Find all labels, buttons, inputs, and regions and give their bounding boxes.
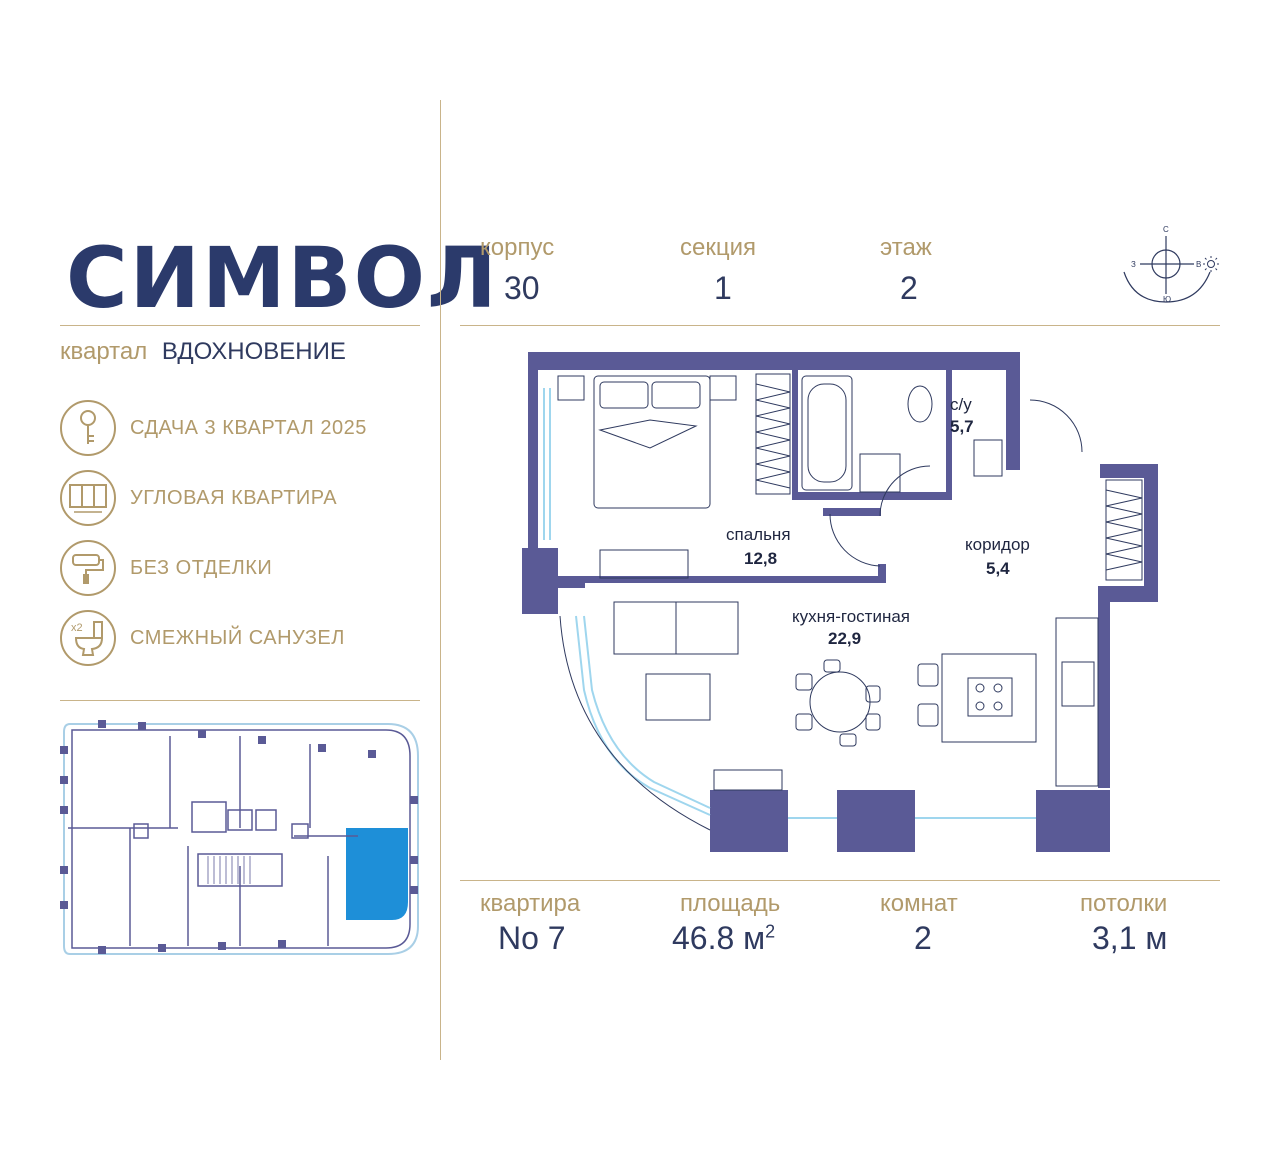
stat-label-apartment: квартира <box>480 890 581 917</box>
brand-logo: СИМВОЛ <box>66 229 499 327</box>
highlighted-apartment <box>346 828 408 920</box>
room-area-kitchen-living: 22,9 <box>828 629 861 648</box>
room-area-bedroom: 12,8 <box>744 549 777 568</box>
divider <box>460 325 1220 326</box>
feature-label: СМЕЖНЫЙ САНУЗЕЛ <box>130 626 345 649</box>
glazing <box>543 388 1036 819</box>
area-unit-exponent: 2 <box>765 921 776 942</box>
room-label-kitchen-living: кухня-гостиная <box>792 607 910 626</box>
column-divider <box>440 100 441 1060</box>
room-label-bedroom: спальня <box>726 525 791 544</box>
stat-value-area: 46.8 м2 <box>672 920 775 957</box>
room-label-corridor: коридор <box>965 535 1030 554</box>
room-area-corridor: 5,4 <box>986 559 1010 578</box>
compass-north: С <box>1163 225 1169 234</box>
feature-completion: СДАЧА 3 КВАРТАЛ 2025 <box>60 398 367 458</box>
sun-icon <box>1203 256 1219 272</box>
feature-bathroom: x2 СМЕЖНЫЙ САНУЗЕЛ <box>60 608 345 668</box>
corner-window-icon <box>60 470 116 526</box>
room-label-bathroom: с/у <box>950 395 972 414</box>
furniture <box>557 375 1099 791</box>
divider <box>460 880 1220 881</box>
quarter-name: ВДОХНОВЕНИЕ <box>161 338 346 365</box>
stat-value-floor: 2 <box>900 270 918 306</box>
wardrobe <box>755 373 1143 581</box>
stat-value-ceiling: 3,1 м <box>1092 920 1168 956</box>
stat-label-building: корпус <box>480 234 555 261</box>
quarter-prefix: квартал <box>60 338 148 365</box>
compass-west: З <box>1131 260 1136 269</box>
divider <box>60 325 420 326</box>
stat-label-section: секция <box>680 234 756 261</box>
stat-value-building: 30 <box>504 270 540 306</box>
feature-finish: БЕЗ ОТДЕЛКИ <box>60 538 272 598</box>
feature-label: БЕЗ ОТДЕЛКИ <box>130 556 273 579</box>
stat-label-ceiling: потолки <box>1080 890 1168 917</box>
floor-plan: с/у 5,7 спальня 12,8 коридор 5,4 кухня-г… <box>522 352 1158 852</box>
compass-east: В <box>1196 260 1201 269</box>
compass-icon: С Ю З В <box>1123 225 1219 304</box>
paint-roller-icon <box>60 540 116 596</box>
room-area-bathroom: 5,7 <box>950 417 974 436</box>
stat-value-section: 1 <box>714 270 732 306</box>
area-value: 46.8 м <box>672 920 766 956</box>
stat-label-area: площадь <box>680 890 781 917</box>
stat-value-apartment: No 7 <box>498 920 566 956</box>
stat-label-rooms: комнат <box>880 890 958 917</box>
divider <box>60 700 420 701</box>
compass-south: Ю <box>1163 295 1171 304</box>
stat-value-rooms: 2 <box>914 920 932 956</box>
feature-corner: УГЛОВАЯ КВАРТИРА <box>60 468 337 528</box>
feature-label: УГЛОВАЯ КВАРТИРА <box>130 486 338 509</box>
stat-label-floor: этаж <box>880 234 932 261</box>
quarter-line: квартал ВДОХНОВЕНИЕ <box>60 338 346 366</box>
toilet-icon: x2 <box>60 610 116 666</box>
feature-label: СДАЧА 3 КВАРТАЛ 2025 <box>130 416 367 439</box>
building-key-plan <box>60 720 419 955</box>
walls <box>522 352 1158 852</box>
toilet-badge: x2 <box>71 622 83 634</box>
key-icon <box>60 400 116 456</box>
